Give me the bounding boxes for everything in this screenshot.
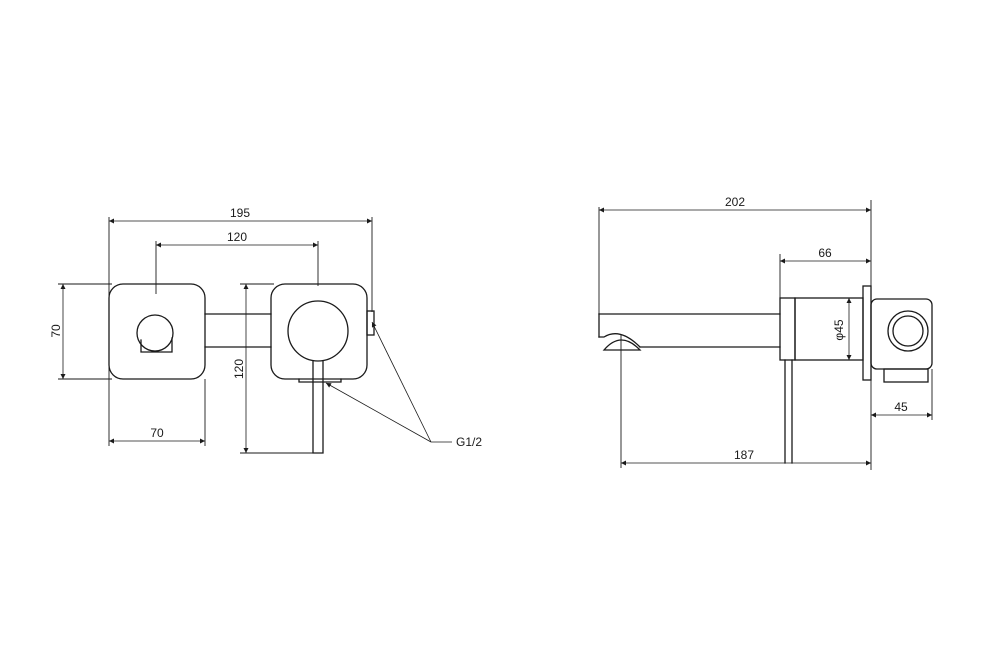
spout-outlet-circle [287,300,349,362]
left-handle-lever [140,337,173,353]
end-view-outer-circle [887,310,929,352]
dim-label-202: 202 [725,195,745,209]
leader-g12-to-fitting [371,321,432,443]
spout-collar [779,297,796,361]
aerator [602,339,642,351]
valve-body [794,297,864,361]
dim-label-45: 45 [894,400,908,414]
dim-label-120-v: 120 [232,359,246,379]
side-view: 202 66 φ45 187 45 [598,195,933,470]
side-fitting [366,310,375,336]
spout-base [298,378,342,383]
dim-label-phi45: φ45 [832,319,846,340]
dim-label-66: 66 [818,246,832,260]
left-handle-knob [136,314,174,352]
dim-label-187: 187 [734,448,754,462]
spout-outlet-curve [598,333,641,348]
dim-label-195: 195 [230,206,250,220]
front-view: 195 120 70 70 120 G1/2 [49,206,482,454]
end-view-inner-circle [892,315,924,347]
wall-plate [862,285,872,381]
right-plate [270,283,368,380]
dim-label-120-h: 120 [227,230,247,244]
leader-g12-to-base [325,382,432,443]
end-view-base [883,368,929,383]
dim-label-70-v: 70 [49,324,63,338]
left-plate [108,283,206,380]
spout-stem [312,360,324,454]
thread-label-g12: G1/2 [456,435,482,449]
dim-label-70-h: 70 [150,426,164,440]
